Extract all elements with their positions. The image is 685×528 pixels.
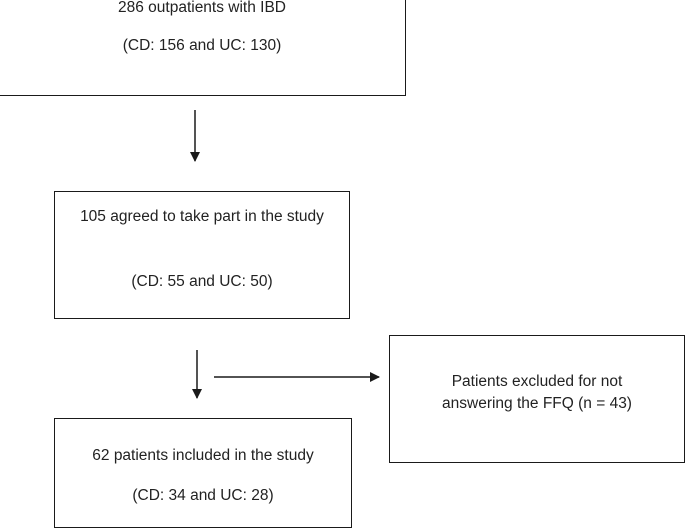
box-enrolled-line2: (CD: 156 and UC: 130) [122, 37, 282, 54]
arrows-layer [190, 110, 380, 399]
box-included-line2: (CD: 34 and UC: 28) [132, 487, 274, 504]
box-patients-excluded: Patients excluded for not answering the … [389, 335, 685, 463]
box-enrolled-outpatients: 286 outpatients with IBD (CD: 156 and UC… [0, 0, 406, 96]
box-excluded-line1: Patients excluded for not answering the … [442, 373, 632, 412]
box-enrolled-line1: 286 outpatients with IBD [117, 0, 287, 16]
box-agreed-line2: (CD: 55 and UC: 50) [131, 273, 273, 290]
box-agreed-line1: 105 agreed to take part in the study [80, 208, 324, 225]
box-agreed-to-participate: 105 agreed to take part in the study (CD… [54, 191, 350, 319]
box-included-line1: 62 patients included in the study [92, 447, 314, 464]
box-patients-included: 62 patients included in the study (CD: 3… [54, 418, 352, 528]
